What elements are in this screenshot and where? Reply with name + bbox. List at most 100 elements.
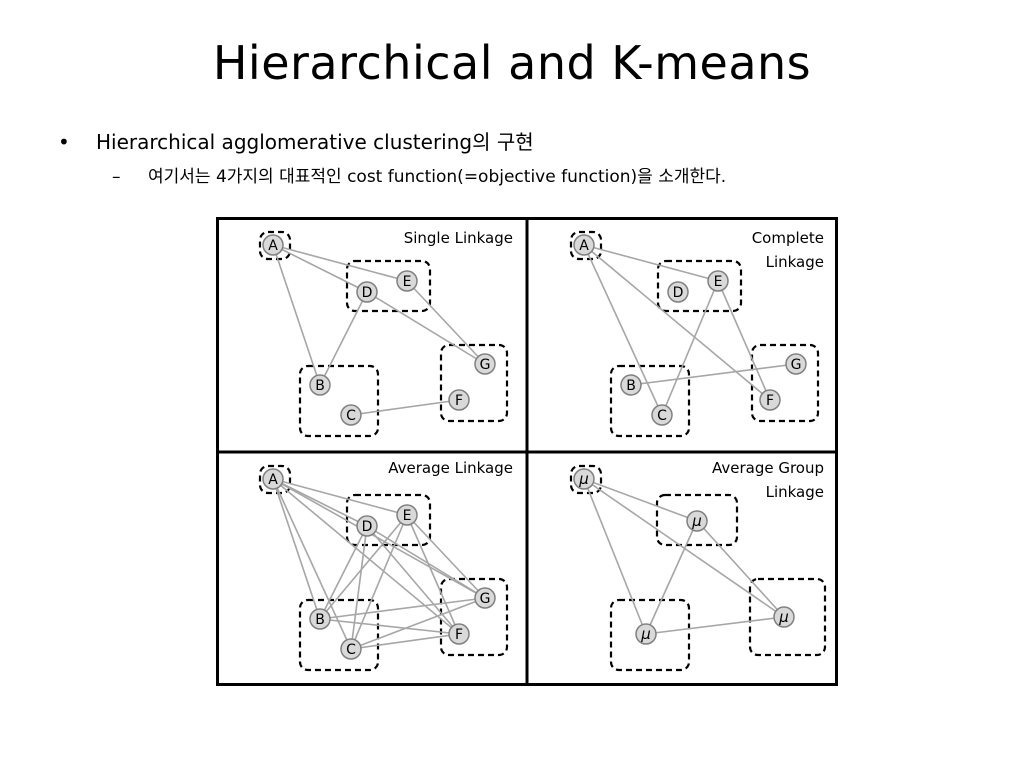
cluster-node xyxy=(448,389,470,411)
linkage-edge xyxy=(630,363,797,386)
cluster-node xyxy=(396,270,418,292)
cluster-node xyxy=(667,281,689,303)
sub-bullet-text: 여기서는 4가지의 대표적인 cost function(=objective … xyxy=(148,167,727,187)
panel-title: Linkage xyxy=(766,253,824,271)
panel-title: Linkage xyxy=(766,483,824,501)
bullet-marker: • xyxy=(58,130,70,154)
linkage-edge xyxy=(350,597,486,650)
cluster-node xyxy=(785,353,807,375)
linkage-edge xyxy=(366,525,486,599)
cluster-node xyxy=(686,510,708,532)
linkage-edge xyxy=(406,514,486,599)
cluster-node xyxy=(651,404,673,426)
cluster-node xyxy=(474,353,496,375)
linkage-edge xyxy=(583,478,647,635)
linkage-edge xyxy=(319,597,486,620)
cluster-node xyxy=(262,468,284,490)
node-label: B xyxy=(315,612,325,628)
cluster-node xyxy=(309,374,331,396)
node-label: μ xyxy=(578,470,589,488)
cluster-box xyxy=(609,364,691,438)
cluster-box xyxy=(609,598,691,672)
node-label: C xyxy=(346,408,356,424)
linkage-edge xyxy=(272,478,408,516)
linkage-edge xyxy=(583,478,698,522)
linkage-edge xyxy=(319,618,460,635)
cluster-node xyxy=(356,515,378,537)
cluster-box xyxy=(439,343,509,423)
node-label: F xyxy=(455,627,463,643)
linkage-edge xyxy=(696,520,785,618)
node-label: μ xyxy=(691,512,702,530)
linkage-edge xyxy=(272,478,486,599)
cluster-node xyxy=(707,270,729,292)
node-label: B xyxy=(626,378,636,394)
node-label: A xyxy=(268,472,278,488)
sub-bullet-marker: – xyxy=(112,167,121,187)
linkage-edge xyxy=(350,633,460,650)
linkage-edge xyxy=(350,399,460,416)
cluster-node xyxy=(573,234,595,256)
cluster-node xyxy=(759,389,781,411)
cluster-box xyxy=(656,259,743,313)
linkage-edge xyxy=(272,478,460,635)
node-label: G xyxy=(791,357,802,373)
node-label: F xyxy=(455,393,463,409)
cluster-node xyxy=(340,404,362,426)
panel-title: Single Linkage xyxy=(404,229,513,247)
node-label: μ xyxy=(640,625,651,643)
linkage-edge xyxy=(319,525,368,620)
cluster-node xyxy=(309,608,331,630)
node-label: C xyxy=(657,408,667,424)
linkage-edge xyxy=(717,280,771,401)
linkage-edge xyxy=(272,478,368,527)
linkage-edge xyxy=(661,280,719,416)
cluster-box xyxy=(655,493,739,547)
cluster-box xyxy=(569,464,603,495)
cluster-node xyxy=(262,234,284,256)
cluster-box xyxy=(569,230,603,261)
node-label: E xyxy=(403,508,412,524)
node-label: G xyxy=(480,591,491,607)
panel-title: Average Linkage xyxy=(388,459,513,477)
linkage-edge xyxy=(583,244,719,282)
sub-bullet-item: – 여기서는 4가지의 대표적인 cost function(=objective… xyxy=(112,162,726,187)
linkage-edge xyxy=(366,291,486,365)
node-label: B xyxy=(315,378,325,394)
linkage-edge xyxy=(272,244,321,386)
cluster-box xyxy=(298,364,380,438)
node-label: D xyxy=(362,285,373,301)
cluster-node xyxy=(396,504,418,526)
linkage-edge xyxy=(406,514,460,635)
cluster-box xyxy=(750,343,820,423)
node-label: μ xyxy=(778,608,789,626)
linkage-edge xyxy=(583,244,771,401)
node-label: F xyxy=(766,393,774,409)
linkage-edge xyxy=(645,616,785,635)
node-label: C xyxy=(346,642,356,658)
linkage-edge xyxy=(319,291,368,386)
node-label: A xyxy=(579,238,589,254)
cluster-box xyxy=(298,598,380,672)
linkage-edge xyxy=(272,478,321,620)
linkage-edge xyxy=(350,514,408,650)
cluster-node xyxy=(573,468,595,490)
linkage-edge xyxy=(272,244,368,293)
cluster-box xyxy=(258,230,292,261)
cluster-node xyxy=(356,281,378,303)
cluster-node xyxy=(635,623,657,645)
linkage-edge xyxy=(583,244,663,416)
panel-title: Average Group xyxy=(712,459,824,477)
cluster-box xyxy=(345,259,432,313)
cluster-node xyxy=(448,623,470,645)
cluster-node xyxy=(474,587,496,609)
node-label: E xyxy=(403,274,412,290)
linkage-edge xyxy=(350,525,368,650)
cluster-node xyxy=(340,638,362,660)
